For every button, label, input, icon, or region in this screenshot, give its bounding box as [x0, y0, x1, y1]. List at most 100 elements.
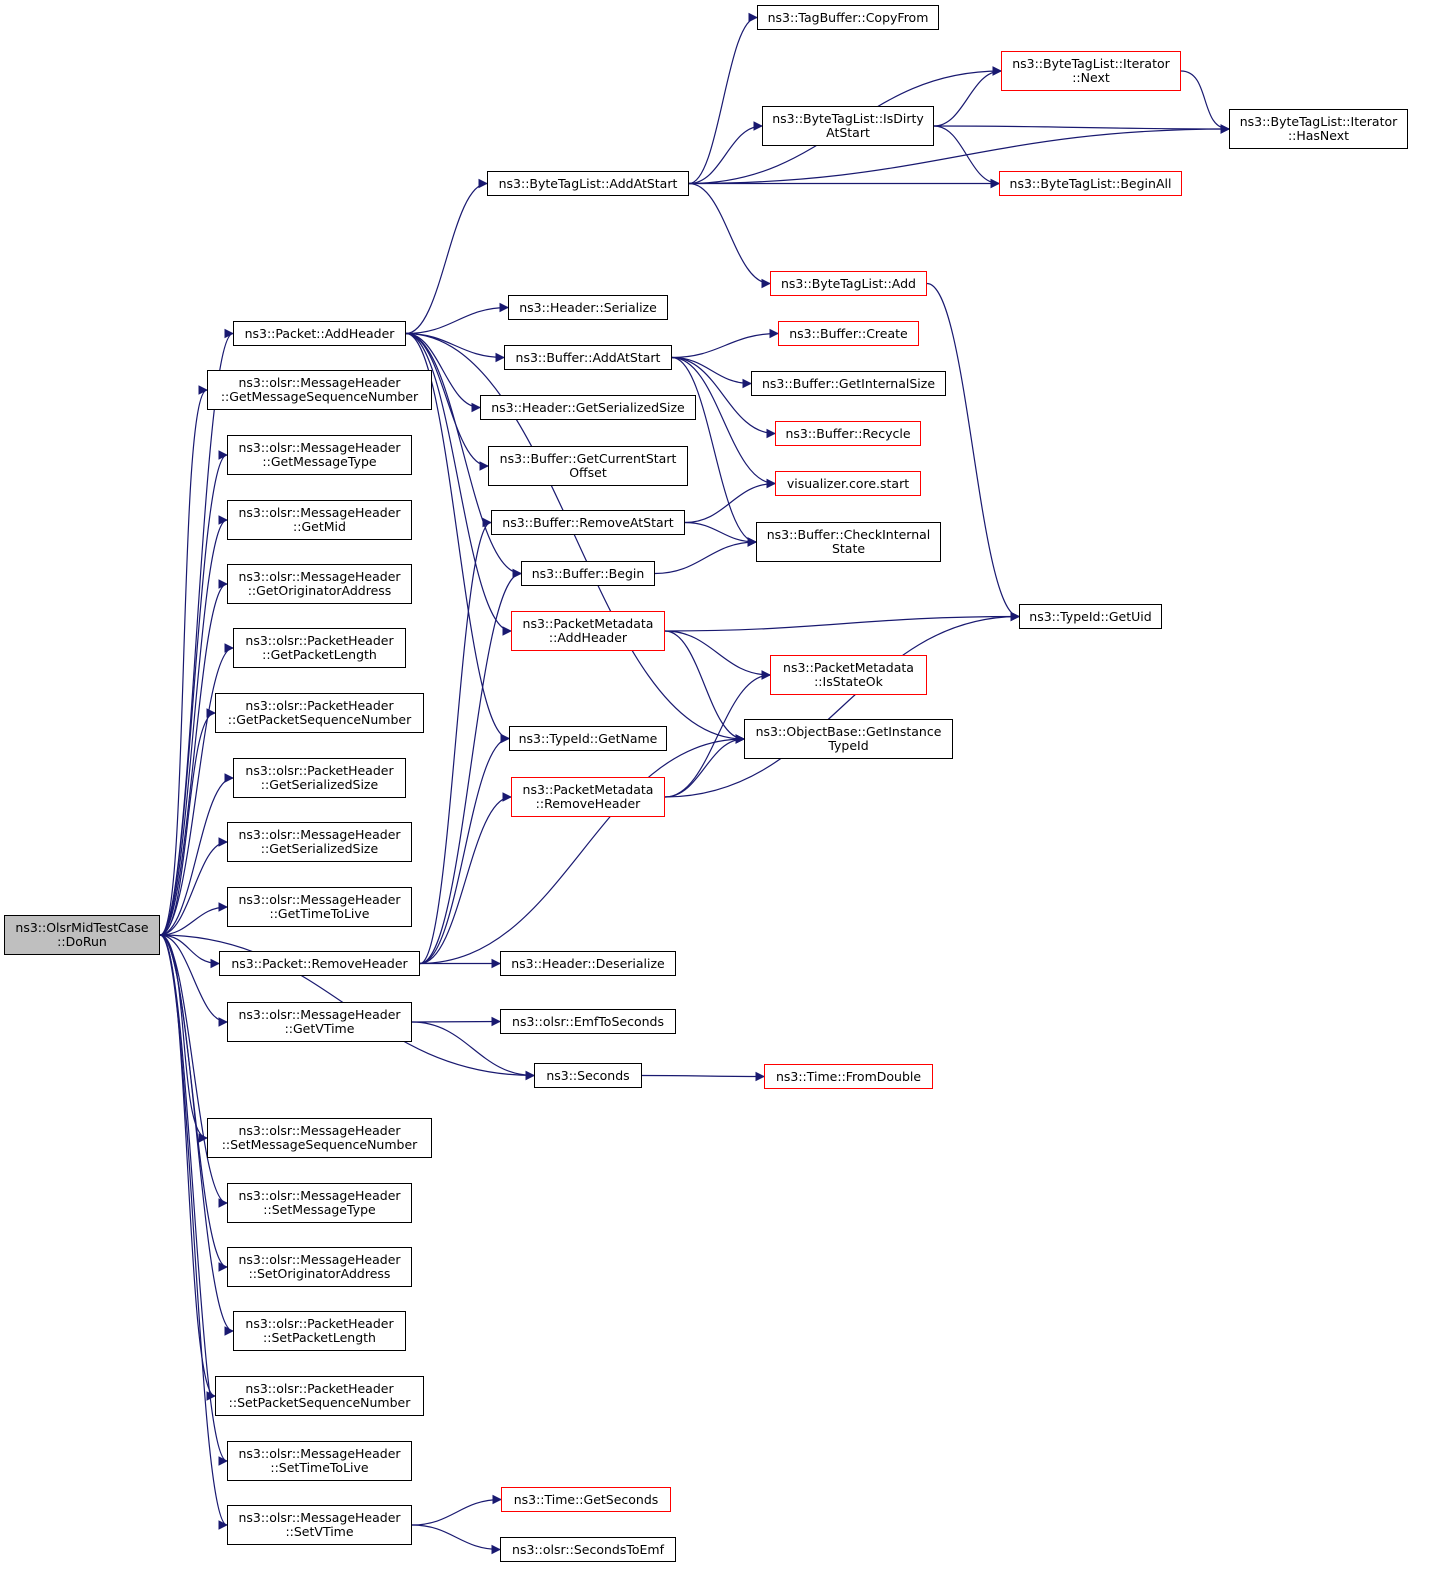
node-btl-beginall[interactable]: ns3::ByteTagList::BeginAll — [999, 171, 1182, 196]
node-pm-isstateok[interactable]: ns3::PacketMetadata::IsStateOk — [770, 655, 927, 695]
node-buf-create[interactable]: ns3::Buffer::Create — [778, 321, 919, 346]
node-btl-it-hasnext[interactable]: ns3::ByteTagList::Iterator::HasNext — [1229, 109, 1408, 149]
edge-pkt-removeheader-to-ob-getinst — [419, 734, 745, 965]
node-mh-getvtime[interactable]: ns3::olsr::MessageHeader::GetVTime — [227, 1002, 412, 1042]
node-btl-it-next[interactable]: ns3::ByteTagList::Iterator::Next — [1001, 51, 1181, 91]
edge-pkt-removeheader-to-pm-removeheader — [419, 792, 512, 965]
edge-btl-addatstart-to-btl-isdirty — [688, 121, 763, 185]
edge-mh-setvtime-to-seconds-toemf — [411, 1524, 501, 1555]
node-label-line1: ns3::olsr::MessageHeader — [238, 1007, 401, 1022]
edge-pkt-addheader-to-btl-addatstart — [405, 178, 488, 335]
edge-mh-setvtime-to-time-getseconds — [411, 1494, 502, 1526]
node-label-line1: ns3::olsr::MessageHeader — [238, 1510, 401, 1525]
node-mh-getsersize[interactable]: ns3::olsr::MessageHeader::GetSerializedS… — [227, 822, 412, 862]
node-label-line1: ns3::Packet::AddHeader — [244, 325, 395, 341]
node-label-line1: ns3::ObjectBase::GetInstance — [755, 724, 942, 739]
edge-pm-addheader-to-pm-isstateok — [664, 630, 771, 680]
node-ph-setpktseq[interactable]: ns3::olsr::PacketHeader::SetPacketSequen… — [215, 1376, 424, 1416]
node-typeid-getuid[interactable]: ns3::TypeId::GetUid — [1019, 604, 1162, 629]
node-label-line1: ns3::ByteTagList::Iterator — [1012, 56, 1170, 71]
edge-pm-removeheader-to-ob-getinst — [664, 734, 745, 798]
node-tagbuf-copyfrom[interactable]: ns3::TagBuffer::CopyFrom — [757, 5, 939, 30]
edge-pkt-addheader-to-hdr-serialize — [405, 302, 509, 335]
edge-root-to-mh-getmid — [159, 515, 228, 936]
node-typeid-getname[interactable]: ns3::TypeId::GetName — [509, 726, 667, 751]
node-root[interactable]: ns3::OlsrMidTestCase::DoRun — [4, 915, 160, 955]
node-mh-setmsgtype[interactable]: ns3::olsr::MessageHeader::SetMessageType — [227, 1183, 412, 1223]
node-label-line2: ::GetVTime — [284, 1021, 355, 1036]
edge-pm-removeheader-to-pm-isstateok — [664, 670, 771, 798]
node-pkt-addheader[interactable]: ns3::Packet::AddHeader — [233, 321, 406, 346]
node-emf-toseconds[interactable]: ns3::olsr::EmfToSeconds — [500, 1009, 676, 1034]
node-buf-recycle[interactable]: ns3::Buffer::Recycle — [775, 421, 921, 446]
node-mh-getttl[interactable]: ns3::olsr::MessageHeader::GetTimeToLive — [227, 887, 412, 927]
edge-buf-addatstart-to-buf-checkint — [671, 356, 757, 547]
node-ph-setpktlen[interactable]: ns3::olsr::PacketHeader::SetPacketLength — [233, 1311, 406, 1351]
node-label-line1: ns3::olsr::MessageHeader — [238, 892, 401, 907]
edge-buf-begin-to-buf-checkint — [654, 537, 757, 575]
edge-root-to-mh-getmsgseq — [159, 385, 208, 936]
node-vis-start[interactable]: visualizer.core.start — [775, 471, 921, 496]
node-mh-getmid[interactable]: ns3::olsr::MessageHeader::GetMid — [227, 500, 412, 540]
node-time-fromdouble[interactable]: ns3::Time::FromDouble — [764, 1064, 933, 1089]
node-buf-begin[interactable]: ns3::Buffer::Begin — [521, 561, 655, 586]
edge-buf-addatstart-to-buf-recycle — [671, 356, 776, 439]
node-pkt-removeheader[interactable]: ns3::Packet::RemoveHeader — [219, 951, 420, 976]
node-mh-setttl[interactable]: ns3::olsr::MessageHeader::SetTimeToLive — [227, 1441, 412, 1481]
node-seconds-toemf[interactable]: ns3::olsr::SecondsToEmf — [500, 1537, 676, 1562]
node-btl-addatstart[interactable]: ns3::ByteTagList::AddAtStart — [487, 171, 689, 196]
edge-root-to-mh-setvtime — [159, 934, 228, 1530]
node-label-line1: ns3::PacketMetadata — [522, 782, 654, 797]
node-pm-addheader[interactable]: ns3::PacketMetadata::AddHeader — [511, 611, 665, 651]
node-buf-addatstart[interactable]: ns3::Buffer::AddAtStart — [504, 345, 672, 370]
edge-mh-getvtime-to-seconds — [411, 1021, 535, 1081]
node-ph-getpktseq[interactable]: ns3::olsr::PacketHeader::GetPacketSequen… — [215, 693, 424, 733]
node-seconds[interactable]: ns3::Seconds — [534, 1063, 642, 1088]
node-hdr-serialize[interactable]: ns3::Header::Serialize — [508, 295, 668, 320]
edge-root-to-pkt-removeheader — [159, 934, 220, 969]
node-label-line2: ::GetMid — [293, 519, 346, 534]
edge-root-to-ph-setpktlen — [159, 934, 234, 1336]
edge-pm-addheader-to-ob-getinst — [664, 630, 745, 744]
edge-buf-addatstart-to-vis-start — [671, 356, 776, 489]
node-time-getseconds[interactable]: ns3::Time::GetSeconds — [501, 1487, 671, 1512]
node-mh-setorig[interactable]: ns3::olsr::MessageHeader::SetOriginatorA… — [227, 1247, 412, 1287]
node-label-line2: ::IsStateOk — [814, 674, 883, 689]
node-btl-add[interactable]: ns3::ByteTagList::Add — [770, 271, 927, 296]
node-mh-getmsgseq[interactable]: ns3::olsr::MessageHeader::GetMessageSequ… — [207, 370, 432, 410]
node-mh-setvtime[interactable]: ns3::olsr::MessageHeader::SetVTime — [227, 1505, 412, 1545]
node-mh-getmsgtype[interactable]: ns3::olsr::MessageHeader::GetMessageType — [227, 435, 412, 475]
node-label-line1: ns3::ByteTagList::Add — [780, 275, 916, 291]
node-label-line2: ::SetPacketSequenceNumber — [228, 1395, 411, 1410]
edge-btl-isdirty-to-btl-it-next — [933, 66, 1002, 127]
edge-root-to-mh-getorig — [159, 579, 228, 936]
edge-root-to-mh-getmsgtype — [159, 450, 228, 936]
node-pm-removeheader[interactable]: ns3::PacketMetadata::RemoveHeader — [511, 777, 665, 817]
edge-btl-isdirty-to-btl-beginall — [933, 125, 1000, 189]
node-label-line2: ::GetSerializedSize — [260, 777, 379, 792]
node-label-line1: ns3::Buffer::CheckInternal — [766, 527, 931, 542]
node-buf-removeatstart[interactable]: ns3::Buffer::RemoveAtStart — [491, 510, 685, 535]
edge-root-to-mh-getsersize — [159, 837, 228, 936]
edge-btl-add-to-typeid-getuid — [926, 282, 1020, 622]
node-mh-getorig[interactable]: ns3::olsr::MessageHeader::GetOriginatorA… — [227, 564, 412, 604]
node-mh-setmsgseq[interactable]: ns3::olsr::MessageHeader::SetMessageSequ… — [207, 1118, 432, 1158]
node-ph-getpktlen[interactable]: ns3::olsr::PacketHeader::GetPacketLength — [233, 628, 406, 668]
node-buf-getintsize[interactable]: ns3::Buffer::GetInternalSize — [751, 371, 946, 396]
node-label-line2: ::GetMessageType — [262, 454, 377, 469]
node-ph-getsersize[interactable]: ns3::olsr::PacketHeader::GetSerializedSi… — [233, 758, 406, 798]
node-label-line1: ns3::Buffer::Create — [789, 325, 908, 341]
node-label-line2: ::SetOriginatorAddress — [248, 1266, 391, 1281]
node-hdr-getsersize[interactable]: ns3::Header::GetSerializedSize — [480, 395, 696, 420]
edge-root-to-mh-setttl — [159, 934, 228, 1466]
node-label-line1: visualizer.core.start — [786, 475, 910, 491]
node-hdr-deserialize[interactable]: ns3::Header::Deserialize — [500, 951, 676, 976]
node-label-line1: ns3::PacketMetadata — [522, 616, 654, 631]
node-label-line1: ns3::Buffer::RemoveAtStart — [502, 514, 674, 530]
edge-btl-isdirty-to-btl-it-hasnext — [933, 124, 1230, 134]
